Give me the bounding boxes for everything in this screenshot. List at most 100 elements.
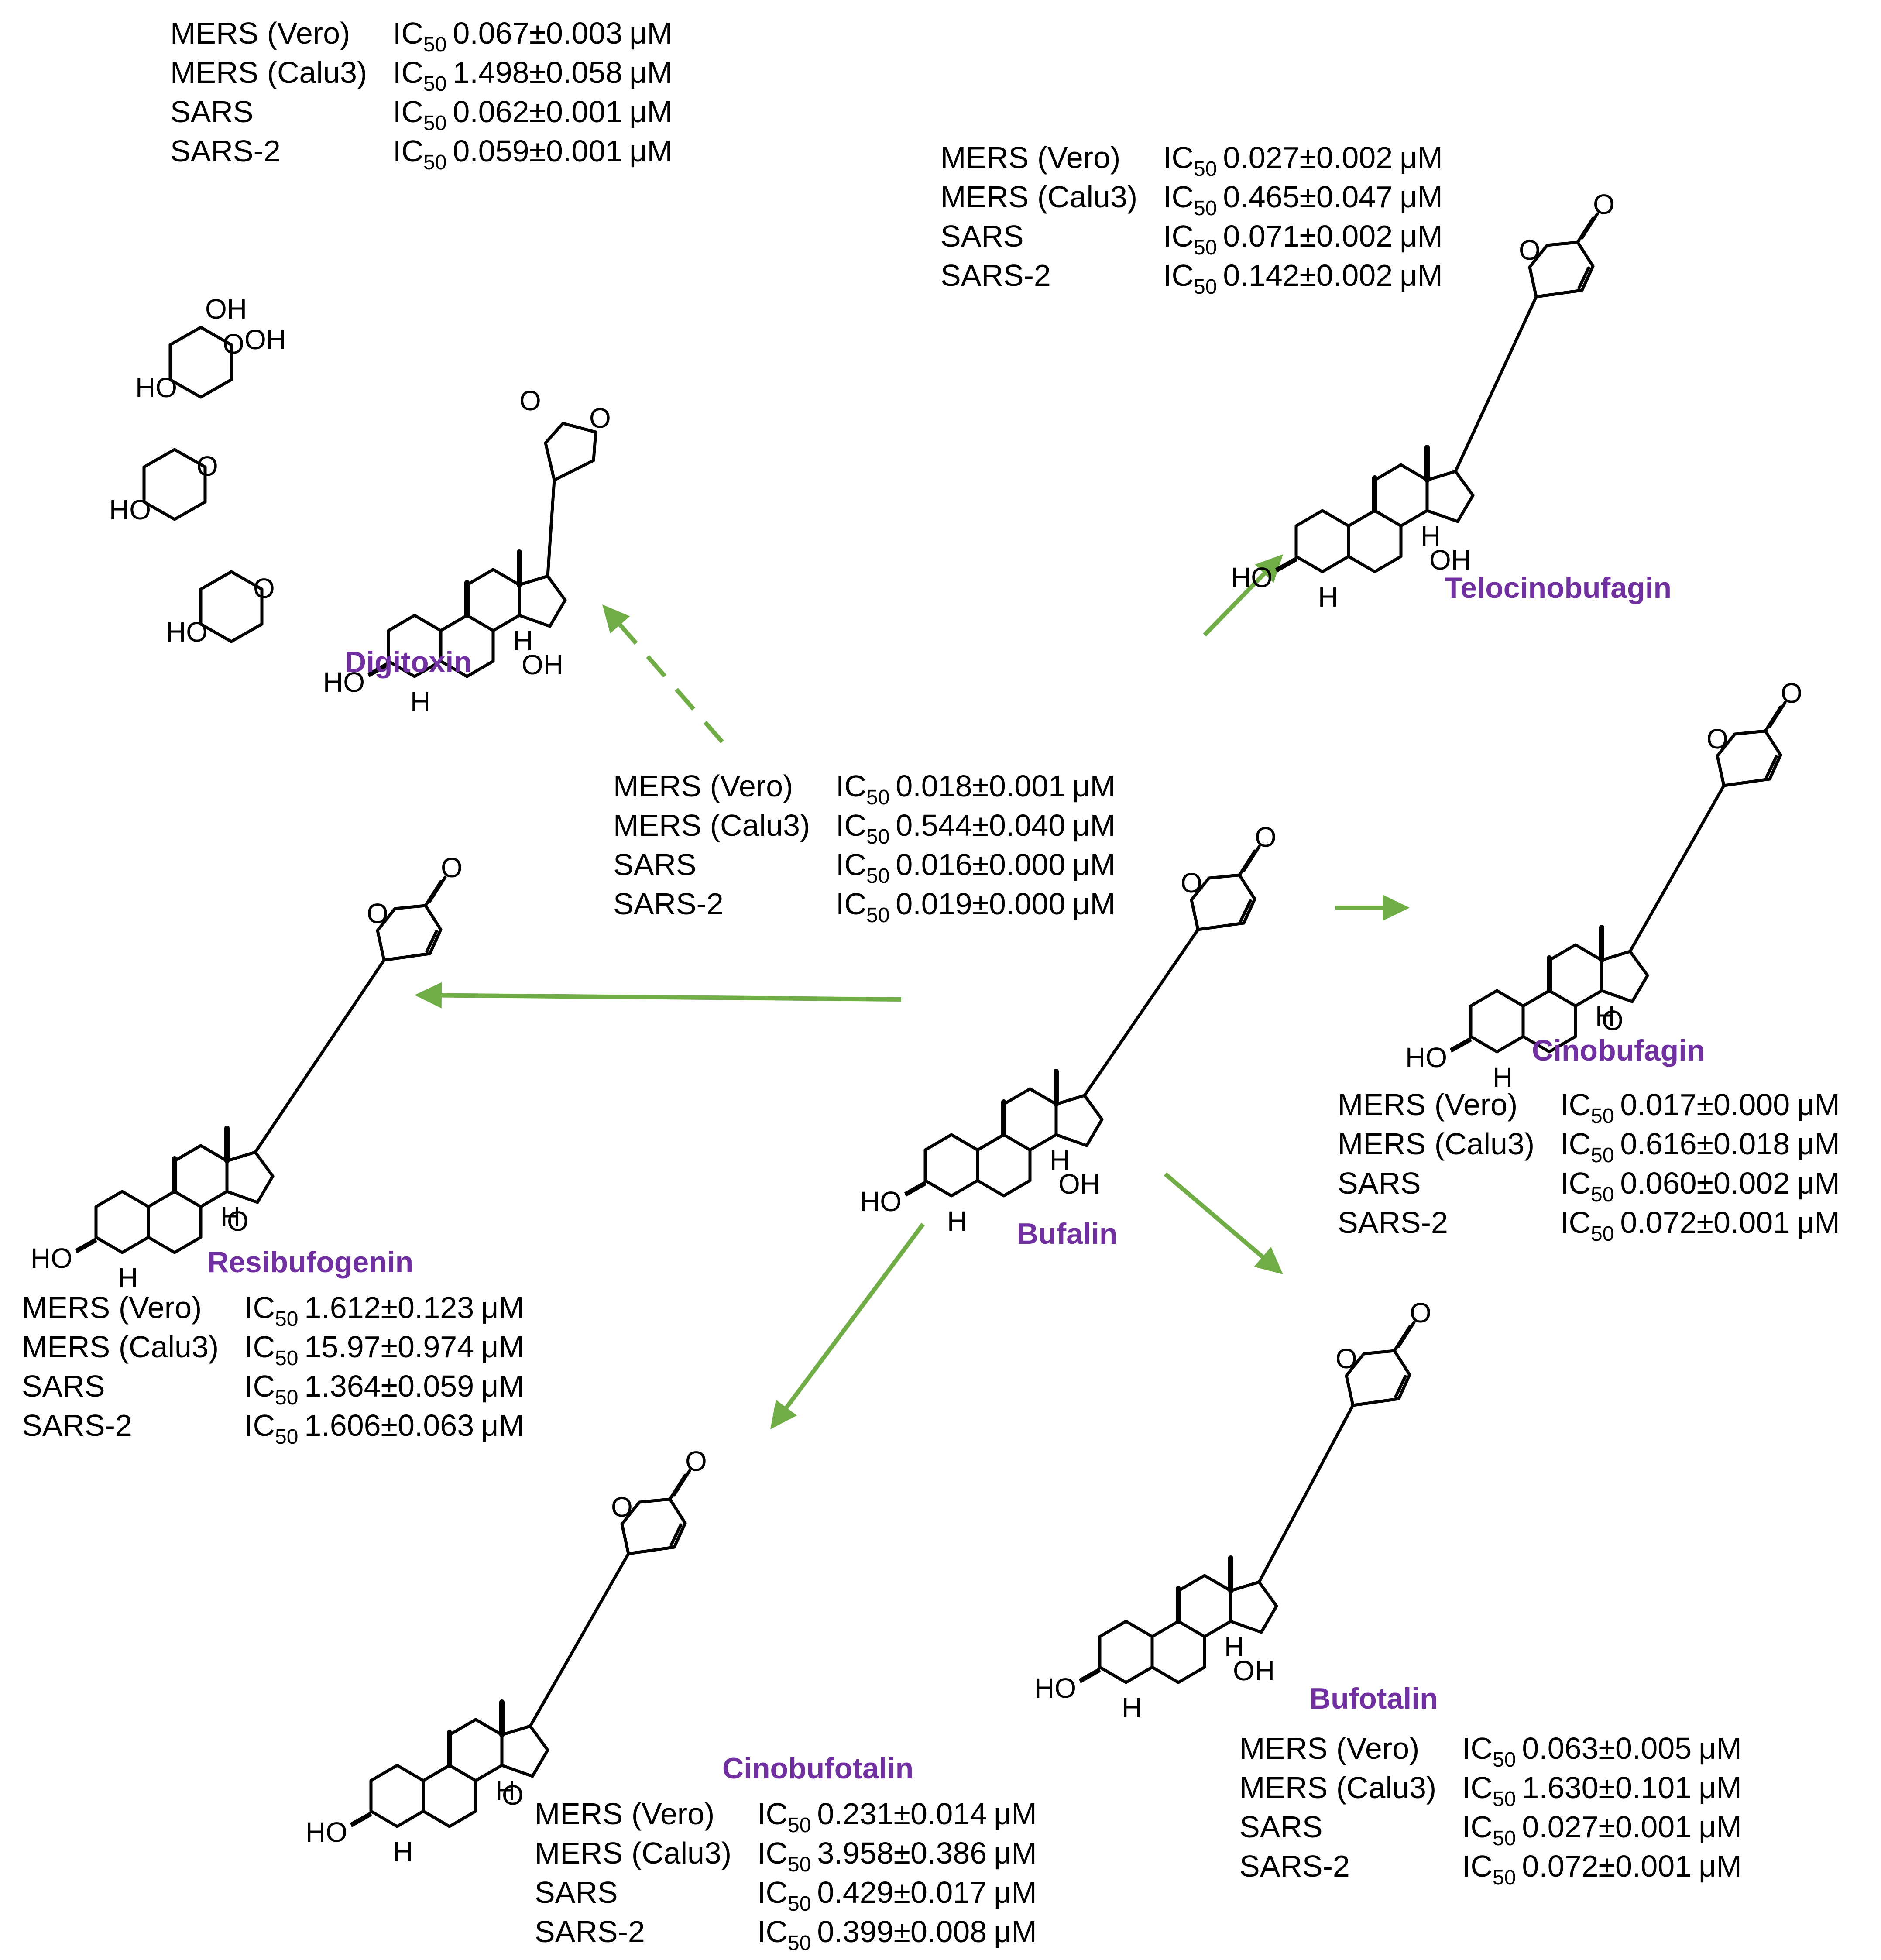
hydrogen-label: H — [1224, 1631, 1244, 1662]
ic50-number: 1.630±0.101 — [1522, 1771, 1692, 1805]
arrow-to-cinobufotalin — [770, 1223, 925, 1429]
ic50-unit: μM — [1400, 141, 1443, 175]
ic50-number: 0.027±0.001 — [1522, 1810, 1692, 1844]
arrow-to-telocinobufagin — [1203, 554, 1283, 637]
ic50-subscript: 50 — [1591, 1183, 1614, 1206]
ic50-prefix: IC — [1462, 1771, 1493, 1805]
arrow-to-digitoxin — [602, 604, 724, 744]
hydroxyl-label: HO — [860, 1186, 902, 1217]
hydrogen-label: H — [1318, 581, 1338, 613]
ic50-number: 1.606±0.063 — [304, 1408, 474, 1442]
ic50-unit: μM — [1400, 258, 1443, 292]
ic50-subscript: 50 — [866, 904, 889, 927]
ic50-prefix: IC — [836, 848, 866, 882]
ic50-number: 0.429±0.017 — [817, 1875, 987, 1909]
cell-line-label: SARS — [535, 1875, 618, 1909]
cell-line-label: SARS — [22, 1369, 105, 1403]
hydroxyl-label: HO — [1405, 1042, 1447, 1073]
ic50-subscript: 50 — [423, 33, 446, 56]
ic50-subscript: 50 — [866, 865, 889, 888]
ic50-number: 0.059±0.001 — [453, 134, 622, 168]
ic50-unit: μM — [481, 1330, 524, 1364]
hydroxyl-label: HO — [305, 1816, 347, 1848]
ic50-unit: μM — [1699, 1849, 1742, 1883]
hydrogen-label: H — [1122, 1692, 1142, 1723]
ic50-number: 0.019±0.000 — [896, 887, 1065, 921]
ic50-prefix: IC — [1462, 1731, 1493, 1765]
ic50-prefix: IC — [1163, 141, 1194, 175]
ic50-subscript: 50 — [275, 1425, 298, 1449]
cell-line-label: MERS (Calu3) — [22, 1330, 219, 1364]
ic50-number: 0.072±0.001 — [1522, 1849, 1692, 1883]
ic50-prefix: IC — [244, 1330, 275, 1364]
carbonyl-oxygen-label: O — [685, 1445, 707, 1477]
epoxide-oxygen-label: O — [1602, 1005, 1624, 1036]
hydroxyl-label: HO — [1231, 562, 1273, 593]
ic50-subscript: 50 — [1591, 1144, 1614, 1167]
hydrogen-label: H — [1595, 1000, 1615, 1032]
epoxide-oxygen-label: O — [227, 1205, 249, 1237]
ic50-number: 0.060±0.002 — [1620, 1166, 1790, 1200]
ic50-subscript: 50 — [1194, 275, 1217, 299]
ic50-prefix: IC — [757, 1836, 788, 1870]
hydroxyl-label: OH — [1058, 1168, 1100, 1200]
ic50-unit: μM — [1072, 848, 1116, 882]
cell-line-label: MERS (Vero) — [170, 16, 350, 50]
ic50-unit: μM — [481, 1408, 524, 1442]
ic50-number: 0.018±0.001 — [896, 769, 1065, 803]
ic50-subscript: 50 — [1194, 158, 1217, 181]
hydroxyl-label: OH — [205, 293, 247, 325]
compound-name-digitoxin: Digitoxin — [345, 645, 472, 679]
ic50-prefix: IC — [757, 1915, 788, 1949]
ic50-number: 0.399±0.008 — [817, 1915, 987, 1949]
cell-line-label: SARS-2 — [1338, 1205, 1448, 1239]
ic50-number: 0.142±0.002 — [1223, 258, 1393, 292]
compound-name-bufotalin: Bufotalin — [1309, 1682, 1438, 1715]
ic50-subscript: 50 — [866, 825, 889, 848]
hydrogen-label: H — [947, 1205, 967, 1237]
ic50-subscript: 50 — [1493, 1866, 1516, 1889]
arrows — [415, 554, 1410, 1429]
ic50-subscript: 50 — [1591, 1105, 1614, 1128]
ic50-number: 1.498±0.058 — [453, 55, 622, 89]
ring-oxygen-label: O — [1335, 1343, 1357, 1374]
ic50-unit: μM — [629, 134, 673, 168]
compound-labels: BufalinDigitoxinTelocinobufaginCinobufag… — [207, 571, 1705, 1785]
ring-oxygen-label: O — [1706, 723, 1728, 755]
hydrogen-label: H — [220, 1201, 240, 1232]
cell-line-label: SARS-2 — [1239, 1849, 1350, 1883]
hydroxyl-label: HO — [166, 616, 208, 648]
ic50-prefix: IC — [393, 16, 423, 50]
cell-line-label: MERS (Calu3) — [1338, 1127, 1534, 1161]
cell-line-label: MERS (Calu3) — [170, 55, 367, 89]
